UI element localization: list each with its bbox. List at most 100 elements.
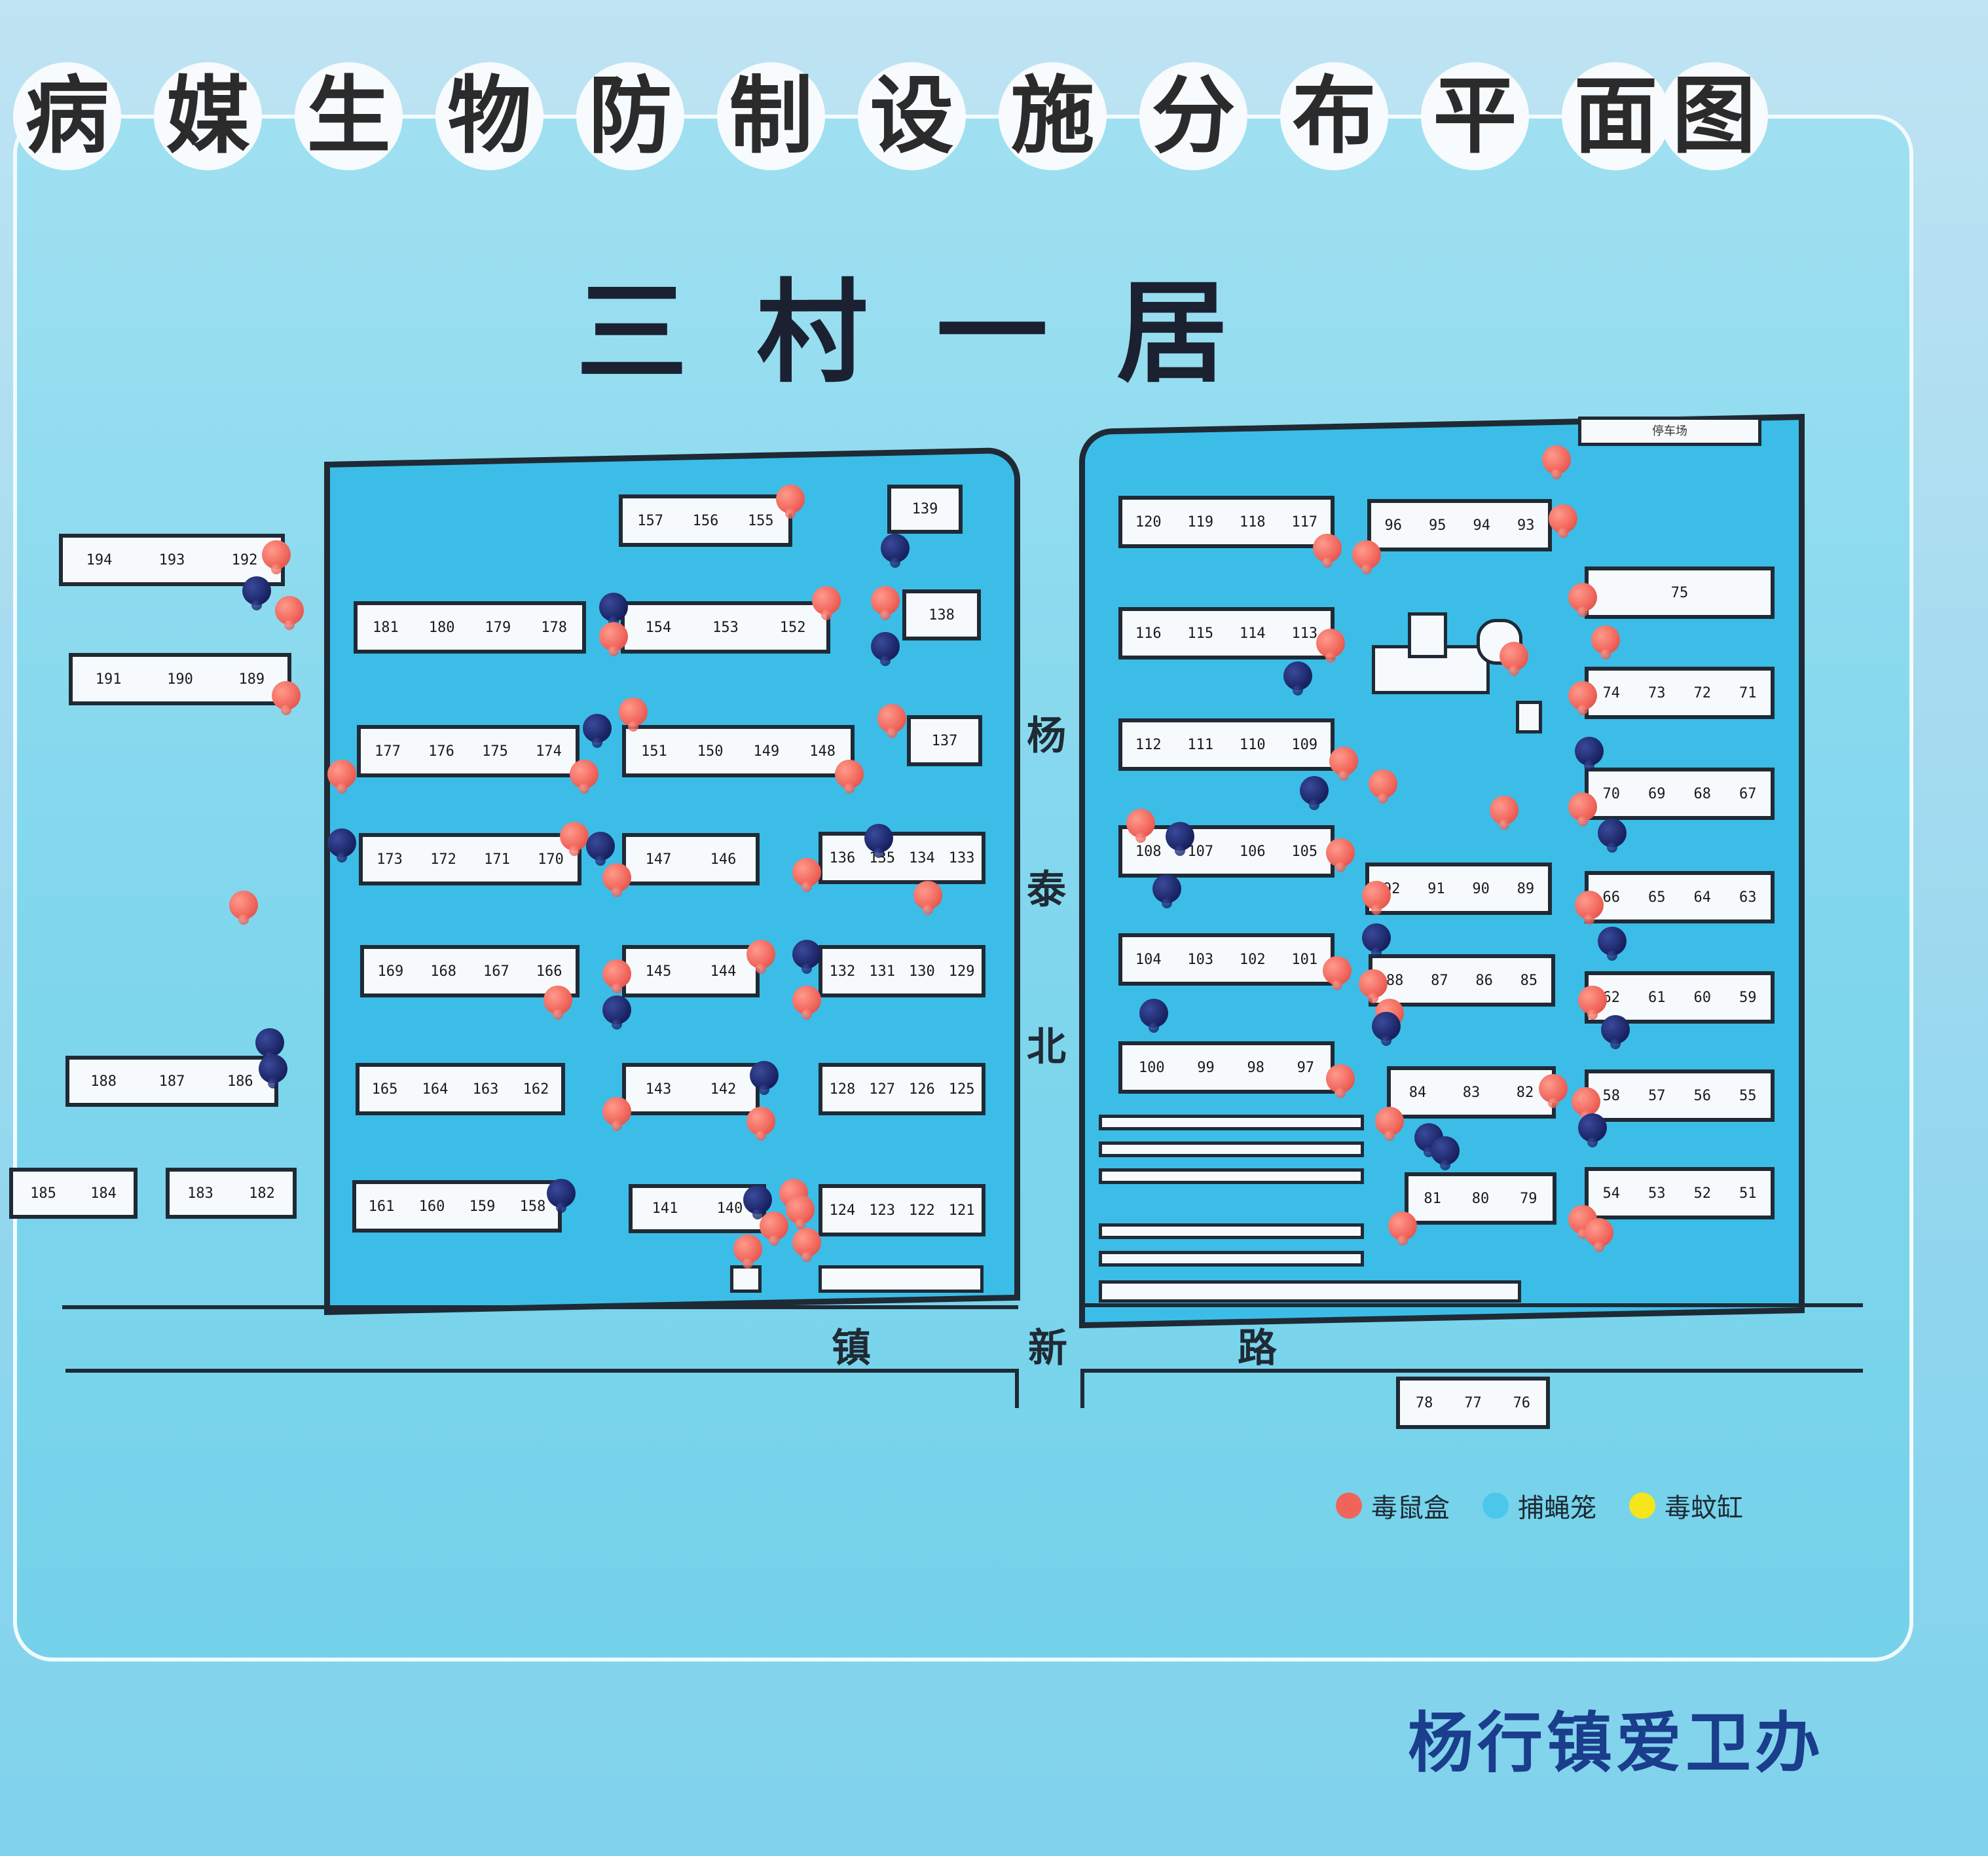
building-number: 122: [909, 1202, 935, 1219]
legend-item: 毒鼠盒: [1336, 1487, 1450, 1525]
building-number: 53: [1648, 1185, 1666, 1202]
rat-poison-box-marker: [599, 622, 628, 656]
building-left-block: 139: [887, 485, 963, 534]
rat-poison-box-marker: [792, 1228, 821, 1262]
building-number: 67: [1739, 785, 1757, 802]
building-number: 74: [1602, 684, 1621, 701]
building-number: 164: [422, 1081, 449, 1098]
road-edge: [62, 1305, 1018, 1309]
building-number: 180: [428, 619, 455, 636]
strip-building: [1099, 1141, 1364, 1157]
rat-poison-box-marker: [733, 1234, 762, 1269]
legend-item: 捕蝇笼: [1482, 1487, 1596, 1525]
building-number: 170: [538, 851, 564, 868]
blue-pin-marker: [1166, 822, 1194, 856]
blue-pin-marker: [242, 576, 271, 610]
building-right-block: 75: [1585, 566, 1775, 619]
building-number: 158: [519, 1198, 546, 1215]
building-number: 130: [909, 963, 935, 980]
rat-poison-box-marker: [1362, 881, 1391, 915]
building-number: 110: [1239, 736, 1266, 753]
rat-poison-box-marker: [786, 1195, 815, 1229]
building-number: 138: [929, 606, 955, 623]
building-number: 103: [1187, 951, 1214, 968]
building-number: 188: [90, 1073, 117, 1090]
building-number: 68: [1693, 785, 1712, 802]
building-number: 54: [1602, 1185, 1621, 1202]
building-number: 113: [1291, 625, 1318, 642]
rat-poison-box-marker: [877, 704, 906, 738]
rat-poison-box-marker: [1591, 625, 1620, 659]
building-number: 118: [1239, 513, 1266, 530]
building-number: 109: [1291, 736, 1318, 753]
parking-label: 停车场: [1578, 417, 1761, 446]
road-label-horizontal: 镇: [832, 1326, 871, 1371]
building-number: 177: [375, 743, 401, 760]
building-number: 160: [418, 1198, 445, 1215]
building-number: 98: [1247, 1059, 1264, 1076]
title-char: 媒: [154, 62, 262, 170]
rat-poison-box-marker: [1490, 796, 1519, 830]
building-number: 86: [1475, 972, 1493, 989]
building-number: 171: [484, 851, 510, 868]
building-number: 112: [1135, 736, 1162, 753]
building-number: 163: [472, 1081, 499, 1098]
building-number: 192: [231, 551, 258, 568]
building-number: 133: [948, 849, 975, 866]
building-number: 144: [710, 963, 737, 980]
blue-pin-marker: [602, 995, 631, 1030]
rat-poison-box-marker: [229, 891, 258, 925]
rat-poison-box-marker: [1542, 445, 1571, 479]
building-left-block: 138: [902, 589, 981, 640]
rat-poison-box-marker: [1375, 1107, 1404, 1141]
building-number: 66: [1602, 889, 1621, 906]
rat-poison-box-marker: [1585, 1218, 1613, 1252]
mosquito-jar-icon: [1629, 1493, 1655, 1519]
building-number: 194: [86, 551, 113, 568]
building-number: 166: [536, 963, 562, 980]
rat-poison-box-marker: [560, 822, 589, 856]
rat-poison-box-marker: [792, 858, 821, 892]
building-number: 176: [428, 743, 454, 760]
building-number: 165: [371, 1081, 398, 1098]
building-number: 186: [227, 1073, 253, 1090]
building-number: 79: [1520, 1190, 1537, 1207]
building-number: 143: [645, 1081, 672, 1098]
building-number: 182: [249, 1185, 275, 1202]
building-number: 78: [1415, 1394, 1433, 1411]
building-number: 102: [1239, 951, 1266, 968]
building-number: 52: [1693, 1185, 1712, 1202]
rat-poison-box-marker: [602, 959, 631, 993]
title-char: 平: [1421, 62, 1529, 170]
building-number: 85: [1520, 972, 1538, 989]
rat-poison-box-marker: [1568, 681, 1597, 715]
building-number: 59: [1739, 989, 1757, 1006]
building-number: 128: [829, 1081, 856, 1098]
title-char: 生: [295, 62, 403, 170]
title-char: 图: [1660, 62, 1768, 170]
rat-poison-box-marker: [327, 760, 356, 794]
rat-poison-box-marker: [1575, 891, 1604, 925]
building-number: 169: [377, 963, 404, 980]
strip-building: [1099, 1223, 1364, 1239]
rat-poison-box-marker: [1388, 1212, 1417, 1246]
blue-pin-marker: [583, 714, 612, 748]
building-number: 175: [482, 743, 508, 760]
building-number: 127: [869, 1081, 895, 1098]
building-number: 134: [909, 849, 935, 866]
blue-pin-marker: [327, 828, 356, 863]
rat-poison-box-marker: [275, 596, 304, 630]
road-edge: [1080, 1369, 1084, 1408]
rat-poison-box-marker: [1329, 747, 1358, 781]
